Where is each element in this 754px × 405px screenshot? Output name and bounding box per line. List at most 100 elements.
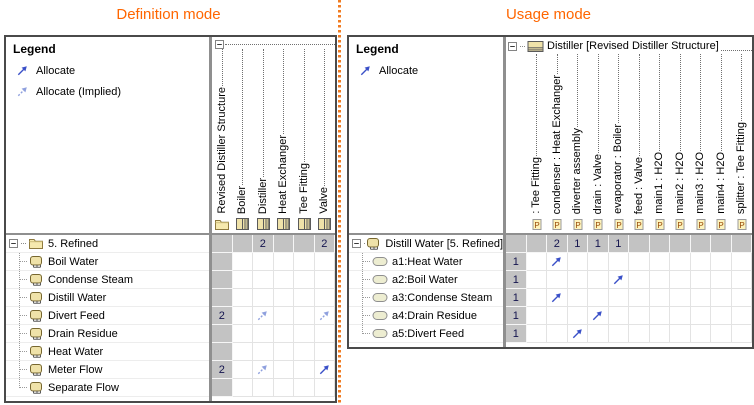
matrix-cell-r3c5[interactable] xyxy=(608,289,629,307)
matrix-cell-r2c5[interactable] xyxy=(314,271,335,289)
matrix-cell-r5c0[interactable]: 1 xyxy=(506,325,527,343)
column-header-boiler[interactable]: Boiler xyxy=(233,49,254,233)
matrix-cell-r3c5[interactable] xyxy=(314,289,335,307)
matrix-cell-r1c8[interactable] xyxy=(670,253,691,271)
usage-group-header[interactable]: Distiller [Revised Distiller Structure] xyxy=(508,39,752,53)
collapse-expander-icon[interactable] xyxy=(508,41,517,51)
column-header-revised-distiller-structure[interactable]: Revised Distiller Structure xyxy=(212,49,233,233)
matrix-cell-r3c2[interactable] xyxy=(547,289,568,307)
row-meter-flow[interactable]: Meter Flow xyxy=(6,361,209,379)
matrix-cell-r8c2[interactable] xyxy=(253,379,274,397)
column-header-tee-fitting[interactable]: Tee Fitting xyxy=(294,49,315,233)
matrix-cell-r0c7[interactable] xyxy=(649,235,670,253)
row-condense-steam[interactable]: Condense Steam xyxy=(6,271,209,289)
row-heat-water[interactable]: Heat Water xyxy=(6,343,209,361)
row-distill-water[interactable]: Distill Water xyxy=(6,289,209,307)
matrix-cell-r0c11[interactable] xyxy=(731,235,752,253)
matrix-cell-r4c8[interactable] xyxy=(670,307,691,325)
matrix-cell-r8c5[interactable] xyxy=(314,379,335,397)
matrix-cell-r3c1[interactable] xyxy=(526,289,547,307)
matrix-cell-r2c3[interactable] xyxy=(567,271,588,289)
matrix-cell-r1c2[interactable] xyxy=(547,253,568,271)
collapse-expander-icon[interactable] xyxy=(352,239,361,248)
column-header-distiller[interactable]: Distiller xyxy=(253,49,274,233)
matrix-cell-r2c8[interactable] xyxy=(670,271,691,289)
matrix-cell-r3c3[interactable] xyxy=(567,289,588,307)
matrix-cell-r0c1[interactable] xyxy=(526,235,547,253)
matrix-cell-r5c9[interactable] xyxy=(690,325,711,343)
column-header-heat-exchanger[interactable]: Heat Exchanger xyxy=(274,49,295,233)
matrix-cell-r3c4[interactable] xyxy=(294,289,315,307)
row-a2-boil-water[interactable]: a2:Boil Water xyxy=(349,271,503,289)
matrix-cell-r2c4[interactable] xyxy=(294,271,315,289)
matrix-cell-r8c4[interactable] xyxy=(294,379,315,397)
matrix-cell-r5c7[interactable] xyxy=(649,325,670,343)
matrix-cell-r2c6[interactable] xyxy=(629,271,650,289)
matrix-cell-r3c10[interactable] xyxy=(711,289,732,307)
matrix-cell-r5c0[interactable] xyxy=(212,325,233,343)
row-distill-water-5-refined[interactable]: Distill Water [5. Refined] xyxy=(349,235,503,253)
matrix-cell-r1c6[interactable] xyxy=(629,253,650,271)
matrix-cell-r1c11[interactable] xyxy=(731,253,752,271)
matrix-cell-r1c7[interactable] xyxy=(649,253,670,271)
matrix-cell-r4c6[interactable] xyxy=(629,307,650,325)
matrix-cell-r0c8[interactable] xyxy=(670,235,691,253)
matrix-cell-r1c4[interactable] xyxy=(294,253,315,271)
matrix-cell-r1c5[interactable] xyxy=(314,253,335,271)
matrix-cell-r2c1[interactable] xyxy=(232,271,253,289)
row-separate-flow[interactable]: Separate Flow xyxy=(6,379,209,397)
matrix-cell-r7c1[interactable] xyxy=(232,361,253,379)
matrix-cell-r0c4[interactable]: 1 xyxy=(588,235,609,253)
matrix-cell-r2c3[interactable] xyxy=(273,271,294,289)
matrix-cell-r4c5[interactable] xyxy=(608,307,629,325)
matrix-cell-r3c3[interactable] xyxy=(273,289,294,307)
matrix-cell-r3c8[interactable] xyxy=(670,289,691,307)
matrix-cell-r1c5[interactable] xyxy=(608,253,629,271)
matrix-cell-r0c10[interactable] xyxy=(711,235,732,253)
matrix-cell-r4c3[interactable] xyxy=(567,307,588,325)
matrix-cell-r5c2[interactable] xyxy=(547,325,568,343)
matrix-cell-r0c0[interactable] xyxy=(506,235,527,253)
matrix-cell-r3c11[interactable] xyxy=(731,289,752,307)
matrix-cell-r0c9[interactable] xyxy=(690,235,711,253)
collapse-expander-icon[interactable] xyxy=(215,40,224,49)
matrix-cell-r1c3[interactable] xyxy=(567,253,588,271)
matrix-cell-r4c10[interactable] xyxy=(711,307,732,325)
matrix-cell-r0c6[interactable] xyxy=(629,235,650,253)
matrix-cell-r2c9[interactable] xyxy=(690,271,711,289)
matrix-cell-r1c10[interactable] xyxy=(711,253,732,271)
matrix-cell-r6c4[interactable] xyxy=(294,343,315,361)
matrix-cell-r0c3[interactable] xyxy=(273,235,294,253)
row-divert-feed[interactable]: Divert Feed xyxy=(6,307,209,325)
matrix-cell-r4c1[interactable] xyxy=(232,307,253,325)
matrix-cell-r8c0[interactable] xyxy=(212,379,233,397)
matrix-cell-r6c2[interactable] xyxy=(253,343,274,361)
matrix-cell-r0c3[interactable]: 1 xyxy=(567,235,588,253)
matrix-cell-r2c7[interactable] xyxy=(649,271,670,289)
matrix-cell-r0c5[interactable]: 2 xyxy=(314,235,335,253)
matrix-cell-r1c2[interactable] xyxy=(253,253,274,271)
matrix-cell-r3c6[interactable] xyxy=(629,289,650,307)
matrix-cell-r8c3[interactable] xyxy=(273,379,294,397)
matrix-cell-r2c10[interactable] xyxy=(711,271,732,289)
matrix-cell-r3c9[interactable] xyxy=(690,289,711,307)
matrix-cell-r2c4[interactable] xyxy=(588,271,609,289)
matrix-cell-r2c11[interactable] xyxy=(731,271,752,289)
matrix-cell-r4c11[interactable] xyxy=(731,307,752,325)
row-a4-drain-residue[interactable]: a4:Drain Residue xyxy=(349,307,503,325)
matrix-cell-r2c1[interactable] xyxy=(526,271,547,289)
matrix-cell-r1c1[interactable] xyxy=(232,253,253,271)
matrix-cell-r4c4[interactable] xyxy=(588,307,609,325)
matrix-cell-r4c9[interactable] xyxy=(690,307,711,325)
matrix-cell-r5c10[interactable] xyxy=(711,325,732,343)
matrix-cell-r4c3[interactable] xyxy=(273,307,294,325)
matrix-cell-r5c3[interactable] xyxy=(567,325,588,343)
matrix-cell-r5c1[interactable] xyxy=(232,325,253,343)
